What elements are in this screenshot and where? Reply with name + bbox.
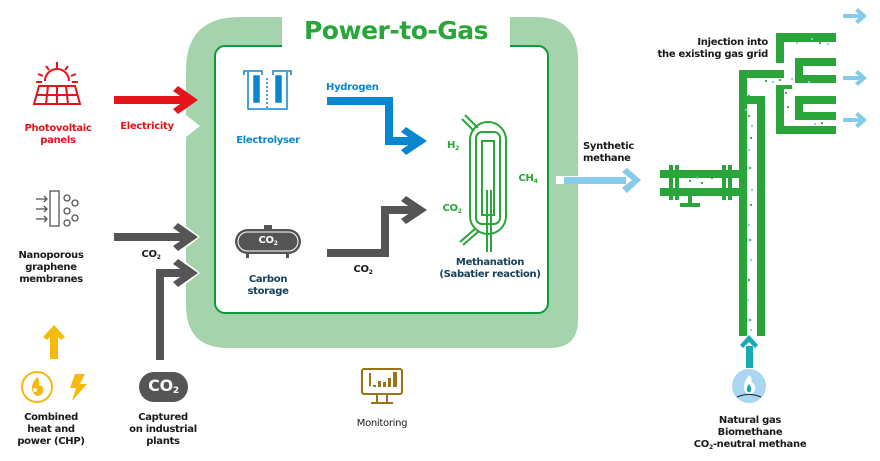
injection-label: Injection into the existing gas grid (640, 37, 769, 61)
membranes-label-line2: graphene (25, 262, 77, 273)
captured-label: Captured on industrial plants (118, 412, 208, 448)
carbon-storage-line2: storage (247, 286, 289, 297)
hydrogen-arrow (327, 97, 427, 155)
co2-process-label: CO2 (348, 264, 378, 279)
co2-text: CO (353, 264, 369, 275)
electricity-arrow (114, 86, 198, 114)
photovoltaic-label-line2: panels (40, 135, 76, 146)
synthetic-methane-arrow (556, 168, 641, 193)
notch (186, 115, 200, 137)
captured-label-line2: on industrial (129, 424, 197, 435)
chp-label-line1: Combined (24, 412, 78, 423)
membranes-label-line1: Nanoporous (18, 250, 84, 261)
chp-label: Combined heat and power (CHP) (8, 412, 94, 448)
carbon-storage-tank-icon (235, 225, 301, 258)
h2-sub: 2 (455, 145, 459, 152)
membranes-label-line3: membranes (19, 274, 83, 285)
membranes-label: Nanoporous graphene membranes (8, 250, 94, 286)
monitoring-icon (361, 368, 403, 404)
injection-line2: the existing gas grid (657, 49, 769, 60)
chp-label-line3: power (CHP) (17, 436, 85, 447)
membrane-icon (36, 190, 79, 227)
natural-gas-flame-icon (732, 369, 766, 403)
co2-membrane-label: CO2 (136, 249, 166, 264)
h2-main: H (447, 140, 456, 151)
chp-flame-icon (21, 371, 53, 403)
co2-text: CO (141, 249, 157, 260)
co2-subscript: 2 (368, 269, 373, 276)
methanation-line1: Methanation (455, 257, 525, 268)
co2-process-arrow (327, 196, 427, 257)
diagram-title: Power-to-Gas (282, 14, 510, 48)
tank-label-main: CO (258, 235, 274, 246)
methanation-reactor-icon (459, 114, 507, 252)
lightning-icon (70, 374, 87, 401)
co2-badge-main: CO (148, 376, 173, 395)
methanation-line2: (Sabatier reaction) (439, 269, 541, 280)
co2-badge-sub: 2 (172, 386, 179, 396)
electrolyser-label: Electrolyser (236, 135, 300, 146)
ch4-label: CH4 (513, 173, 543, 188)
biomethane-line: Biomethane (717, 427, 783, 438)
co2-inlet-sub: 2 (457, 208, 462, 215)
synthetic-methane-label: Synthetic methane (583, 141, 643, 165)
chp-label-line2: heat and (27, 424, 75, 435)
electrolyser-icon (243, 70, 292, 110)
h2-label: H2 (441, 140, 465, 155)
gas-pipeline-icon (660, 33, 836, 336)
co2-inlet-label: CO2 (438, 203, 466, 218)
synthetic-line2: methane (583, 153, 631, 164)
tank-label-sub: 2 (273, 240, 278, 247)
captured-label-line3: plants (146, 436, 180, 447)
ch4-main: CH (518, 173, 534, 184)
photovoltaic-label: Photovoltaic panels (10, 123, 106, 147)
ch4-sub: 4 (533, 178, 538, 185)
chp-arrow (43, 325, 65, 359)
photovoltaic-label-line1: Photovoltaic (24, 123, 92, 134)
carbon-storage-line1: Carbon (248, 274, 288, 285)
carbon-storage-label: Carbon storage (230, 274, 306, 298)
co2-membrane-arrow (114, 223, 198, 251)
natural-gas-arrow (740, 335, 758, 368)
monitoring-label: Monitoring (356, 418, 408, 429)
methanation-label: Methanation (Sabatier reaction) (430, 257, 550, 281)
co2-neutral-sub: 2 (708, 444, 713, 451)
co2-captured-badge (139, 372, 188, 402)
co2-inlet-main: CO (442, 203, 458, 214)
co2-industrial-arrow (156, 259, 198, 360)
tank-label: CO2 (235, 235, 301, 250)
synthetic-line1: Synthetic (583, 141, 634, 152)
co2-neutral-pre: CO (693, 439, 710, 450)
co2-neutral-line: CO2-neutral methane (690, 439, 810, 454)
captured-label-line1: Captured (138, 412, 188, 423)
electricity-label: Electricity (120, 121, 174, 132)
solar-panel-icon (32, 62, 82, 105)
co2-neutral-post: -neutral methane (712, 439, 807, 450)
co2-subscript: 2 (156, 254, 161, 261)
hydrogen-label: Hydrogen (326, 82, 379, 93)
natural-gas-line: Natural gas (718, 415, 782, 426)
gas-sources-label: Natural gas Biomethane CO2-neutral metha… (690, 415, 810, 454)
grid-outflow-arrows (843, 8, 867, 128)
injection-line1: Injection into (697, 37, 768, 48)
co2-badge-text: CO2 (139, 376, 188, 401)
